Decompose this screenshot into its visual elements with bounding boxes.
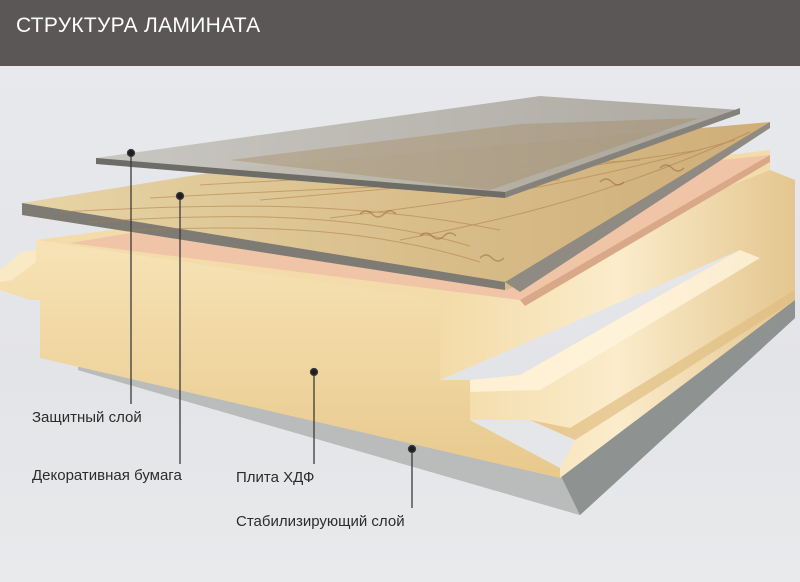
label-hdf-board: Плита ХДФ <box>236 469 315 486</box>
dot-protective <box>126 148 136 158</box>
label-decor-paper: Декоративная бумага <box>32 467 182 484</box>
protective-overlay-layer <box>96 96 740 198</box>
page-title: СТРУКТУРА ЛАМИНАТА <box>16 14 261 37</box>
label-protective-layer: Защитный слой <box>32 409 142 426</box>
dot-decor <box>175 191 185 201</box>
leader-lines <box>126 148 417 508</box>
stabilizing-layer <box>78 300 795 515</box>
dot-hdf <box>309 367 319 377</box>
dot-stabilizing <box>407 444 417 454</box>
label-stabilizing-layer: Стабилизирующий слой <box>236 513 405 530</box>
header-bar: СТРУКТУРА ЛАМИНАТА <box>0 0 800 66</box>
